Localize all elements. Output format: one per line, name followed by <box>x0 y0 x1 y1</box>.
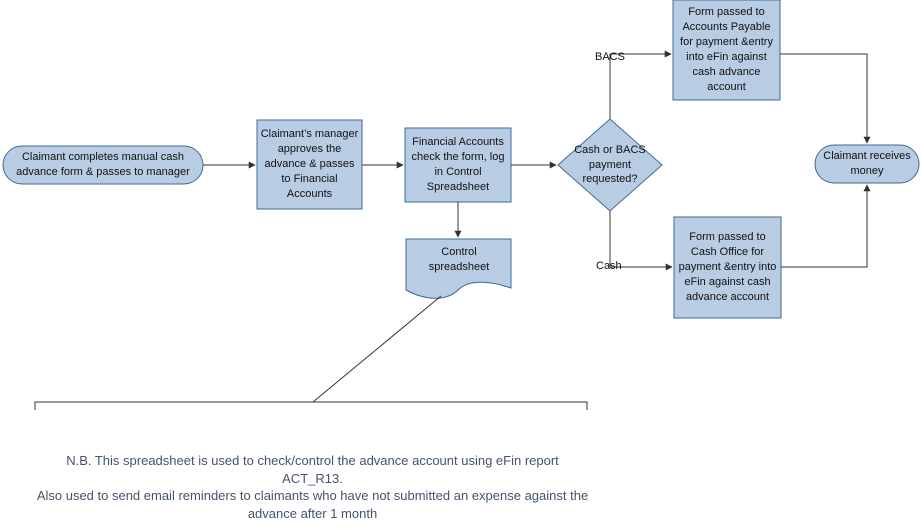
accounts-payable-label: Form passed to Accounts Payable for paym… <box>680 6 773 93</box>
cash-office-box <box>673 216 782 319</box>
arrow-cash-office-to-end <box>781 184 871 268</box>
note-line-1: N.B. This spreadsheet is used to check/c… <box>66 453 559 486</box>
control-spreadsheet-document-shape <box>405 238 512 299</box>
cash-edge-label: Cash <box>596 260 622 272</box>
financial-accounts-label: Financial Accounts check the form, log i… <box>411 136 505 193</box>
start-terminator-label: Claimant completes manual cash advance f… <box>16 151 190 178</box>
manager-approves-box <box>256 119 363 210</box>
annotation-bracket <box>34 401 588 410</box>
arrow-accounts-payable-to-end <box>780 53 871 144</box>
cash-office-label: Form passed to Cash Office for payment &… <box>678 231 777 303</box>
arrow-decision-to-accounts-payable <box>609 50 672 119</box>
annotation-connector-line <box>312 295 442 403</box>
bacs-edge-label: BACS <box>595 51 625 63</box>
decision-label: Cash or BACS payment requested? <box>574 143 646 186</box>
accounts-payable-box <box>672 0 781 101</box>
end-terminator-shape <box>814 144 920 184</box>
financial-accounts-box <box>404 127 512 203</box>
manager-approves-label: Claimant’s manager approves the advance … <box>260 128 359 200</box>
note-line-2: Also used to send email reminders to cla… <box>36 488 589 521</box>
spreadsheet-note: N.B. This spreadsheet is used to check/c… <box>35 452 590 522</box>
end-terminator-label: Claimant receives money <box>823 150 911 177</box>
arrow-decision-to-cash-office <box>609 211 673 271</box>
control-spreadsheet-label: Control spreadsheet <box>428 246 490 273</box>
